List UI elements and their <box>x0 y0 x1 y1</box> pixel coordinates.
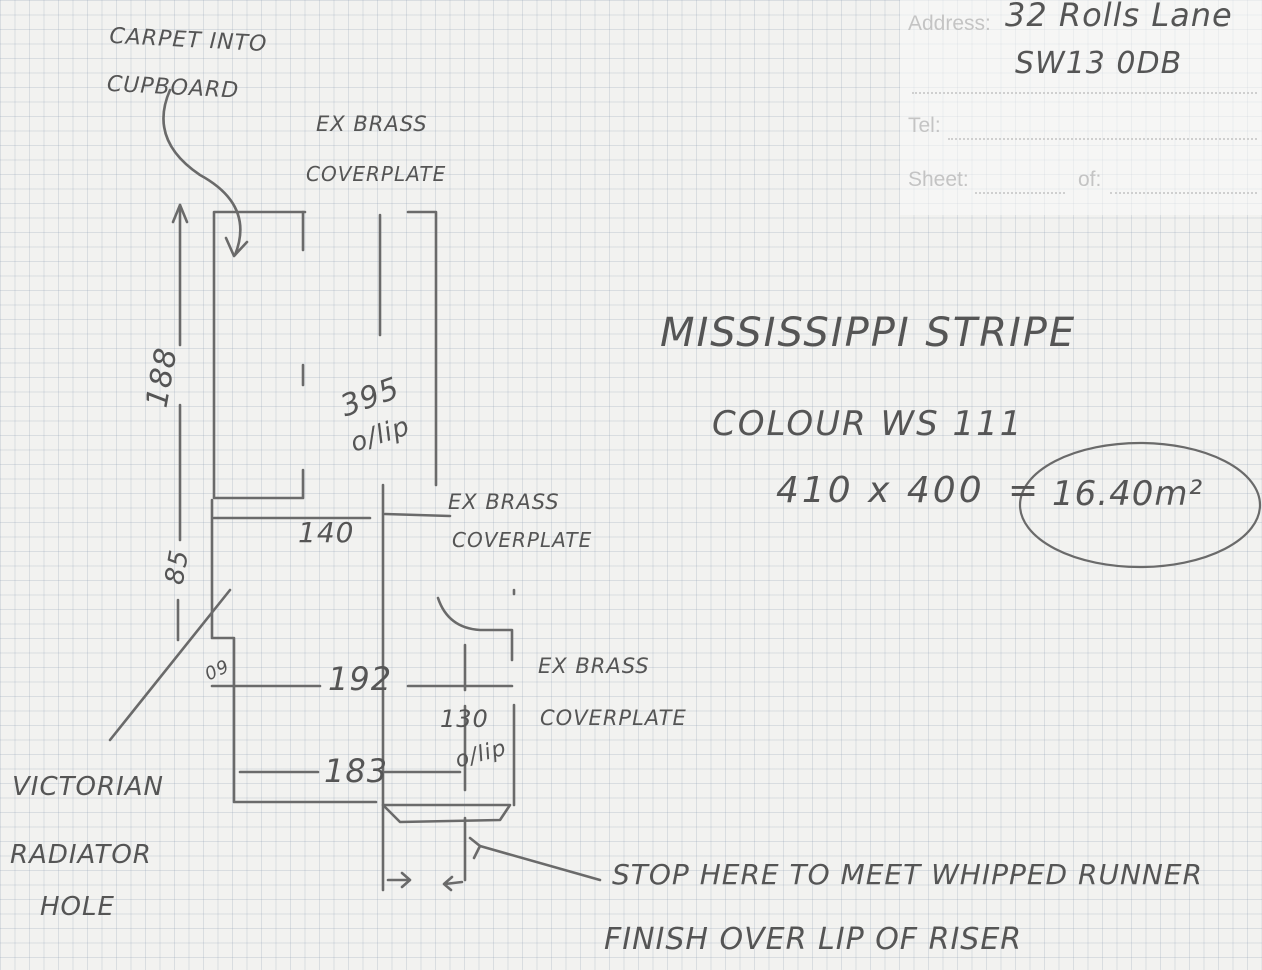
leader-carpet-arrow <box>224 236 249 258</box>
form-header <box>900 0 1262 215</box>
dim-140: 140 <box>298 516 355 549</box>
note-ex-brass-mid-1: EX BRASS <box>448 490 560 514</box>
note-ex-brass-mid-2: COVERPLATE <box>452 528 593 552</box>
note-victorian-2: RADIATOR <box>10 840 152 870</box>
dim-192: 192 <box>328 660 393 698</box>
dim-183: 183 <box>324 752 389 790</box>
dim-85: 85 <box>159 547 196 587</box>
bullnose-step <box>436 596 514 662</box>
note-carpet-into-cupboard: CARPET INTO CUPBOARD <box>106 23 268 104</box>
note-ex-brass-low-1: EX BRASS <box>538 654 650 678</box>
of-label: of: <box>1078 168 1102 191</box>
note-finish-over-lip: FINISH OVER LIP OF RISER <box>604 922 1023 957</box>
tel-dotted-line <box>948 138 1257 140</box>
leader-stop-arrow <box>468 836 482 860</box>
right-upper-wall <box>406 210 438 487</box>
address-line-1: 32 Rolls Lane <box>1005 0 1233 34</box>
product-colour: COLOUR WS 111 <box>712 404 1024 444</box>
cupboard-outline <box>212 210 307 500</box>
product-area-equals: = <box>1008 470 1040 511</box>
address-dotted-line <box>912 92 1257 94</box>
of-dotted-line <box>1110 192 1257 194</box>
leader-carpet <box>162 88 242 257</box>
sheet-label: Sheet: <box>908 168 969 191</box>
note-victorian-1: VICTORIAN <box>12 772 164 802</box>
product-area: 16.40m² <box>1052 474 1204 514</box>
dim-130: 130 <box>440 705 489 733</box>
note-ex-brass-top-1: EX BRASS <box>316 112 428 136</box>
address-line-2: SW13 0DB <box>1015 46 1183 81</box>
note-stop-here: STOP HERE TO MEET WHIPPED RUNNER <box>612 858 1203 891</box>
note-ex-brass-low-2: COVERPLATE <box>540 706 687 730</box>
area-ellipse <box>1018 441 1262 569</box>
leader-victorian <box>108 588 232 742</box>
tel-label: Tel: <box>908 114 941 137</box>
leader-ex-brass-mid <box>383 512 452 518</box>
bottom-step <box>381 803 512 824</box>
note-victorian-3: HOLE <box>40 892 115 922</box>
note-ex-brass-top-2: COVERPLATE <box>306 162 447 186</box>
dim-188-arrow <box>171 203 189 224</box>
leader-stop-here <box>478 844 602 882</box>
sheet-dotted-line <box>975 192 1065 194</box>
product-name: MISSISSIPPI STRIPE <box>660 310 1077 356</box>
address-label: Address: <box>908 12 991 35</box>
product-size: 410 x 400 <box>776 470 985 511</box>
left-wall <box>210 498 378 804</box>
runner-arrow-end <box>386 871 412 889</box>
runner-arrow-end-2 <box>442 875 464 892</box>
